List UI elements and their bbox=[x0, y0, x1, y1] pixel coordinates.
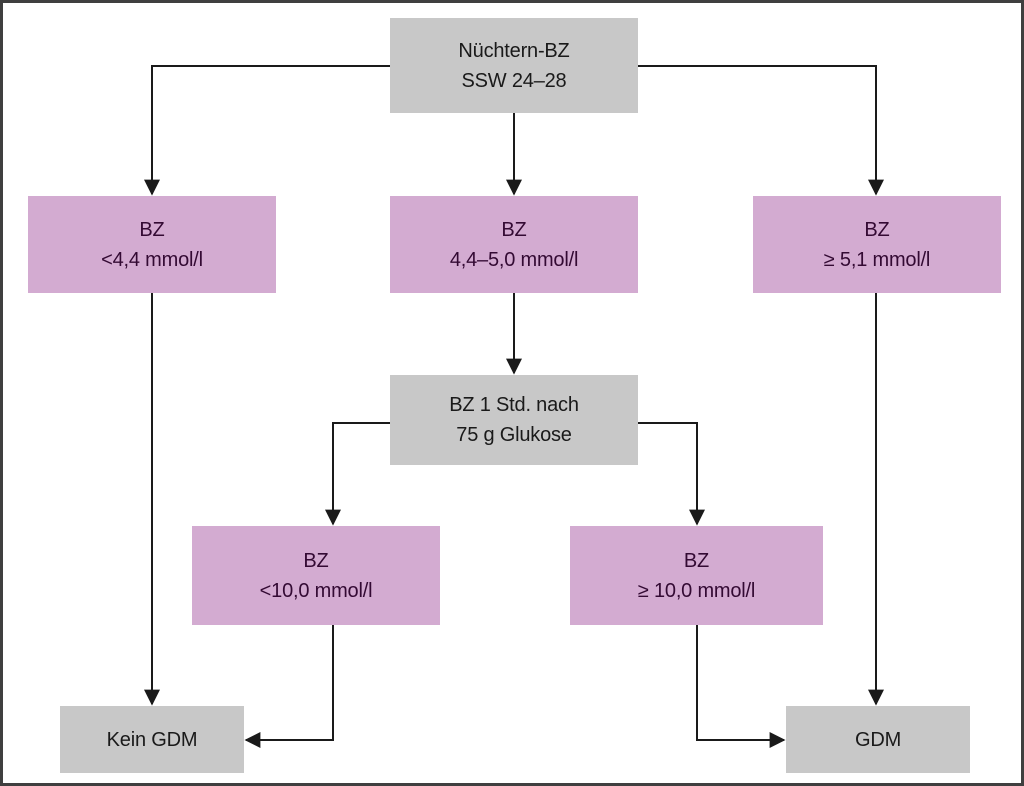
edge-ogtt-to-bz1h-low bbox=[325, 422, 390, 526]
node-nuechtern-bz: Nüchtern-BZ SSW 24–28 bbox=[390, 18, 638, 113]
node-bz-4-4-to-5-0-line1: BZ bbox=[501, 218, 527, 241]
node-bz-4-4-to-5-0: BZ 4,4–5,0 mmol/l bbox=[390, 196, 638, 293]
node-gdm: GDM bbox=[786, 706, 970, 773]
node-bz1h-at-least-10-0-line1: BZ bbox=[683, 549, 710, 572]
edge-nuechtern-to-bz-low bbox=[144, 65, 390, 196]
node-bz-at-least-5-1: BZ ≥ 5,1 mmol/l bbox=[753, 196, 1001, 293]
edge-bz1h-high-to-gdm bbox=[696, 625, 786, 748]
node-bz1h-below-10-0-line2: <10,0 mmol/l bbox=[259, 579, 373, 602]
node-bz1h-at-least-10-0: BZ ≥ 10,0 mmol/l bbox=[570, 526, 823, 625]
node-bz-4-4-to-5-0-line2: 4,4–5,0 mmol/l bbox=[449, 248, 579, 271]
node-bz-below-4-4-line2: <4,4 mmol/l bbox=[101, 248, 203, 271]
node-bz1h-at-least-10-0-line2: ≥ 10,0 mmol/l bbox=[637, 579, 756, 602]
node-ogtt-1h-line2: 75 g Glukose bbox=[456, 424, 572, 446]
node-nuechtern-bz-line1: Nüchtern-BZ bbox=[458, 39, 570, 62]
node-bz-below-4-4-line1: BZ bbox=[139, 218, 165, 241]
edge-ogtt-to-bz1h-high bbox=[638, 422, 705, 526]
node-kein-gdm-line1: Kein GDM bbox=[106, 728, 198, 751]
node-ogtt-1h: BZ 1 Std. nach 75 g Glukose bbox=[390, 375, 638, 465]
node-gdm-line1: GDM bbox=[854, 728, 902, 751]
node-ogtt-1h-line1: BZ 1 Std. nach bbox=[449, 394, 579, 416]
node-nuechtern-bz-line2: SSW 24–28 bbox=[461, 69, 567, 92]
node-bz1h-below-10-0-line1: BZ bbox=[303, 549, 329, 572]
edge-nuechtern-to-bz-high bbox=[638, 65, 884, 196]
edge-bz1h-low-to-kein-gdm bbox=[244, 625, 334, 748]
node-bz-below-4-4: BZ <4,4 mmol/l bbox=[28, 196, 276, 293]
node-bz-at-least-5-1-line1: BZ bbox=[864, 218, 890, 241]
node-bz1h-below-10-0: BZ <10,0 mmol/l bbox=[192, 526, 440, 625]
node-kein-gdm: Kein GDM bbox=[60, 706, 244, 773]
node-bz-at-least-5-1-line2: ≥ 5,1 mmol/l bbox=[823, 248, 931, 271]
